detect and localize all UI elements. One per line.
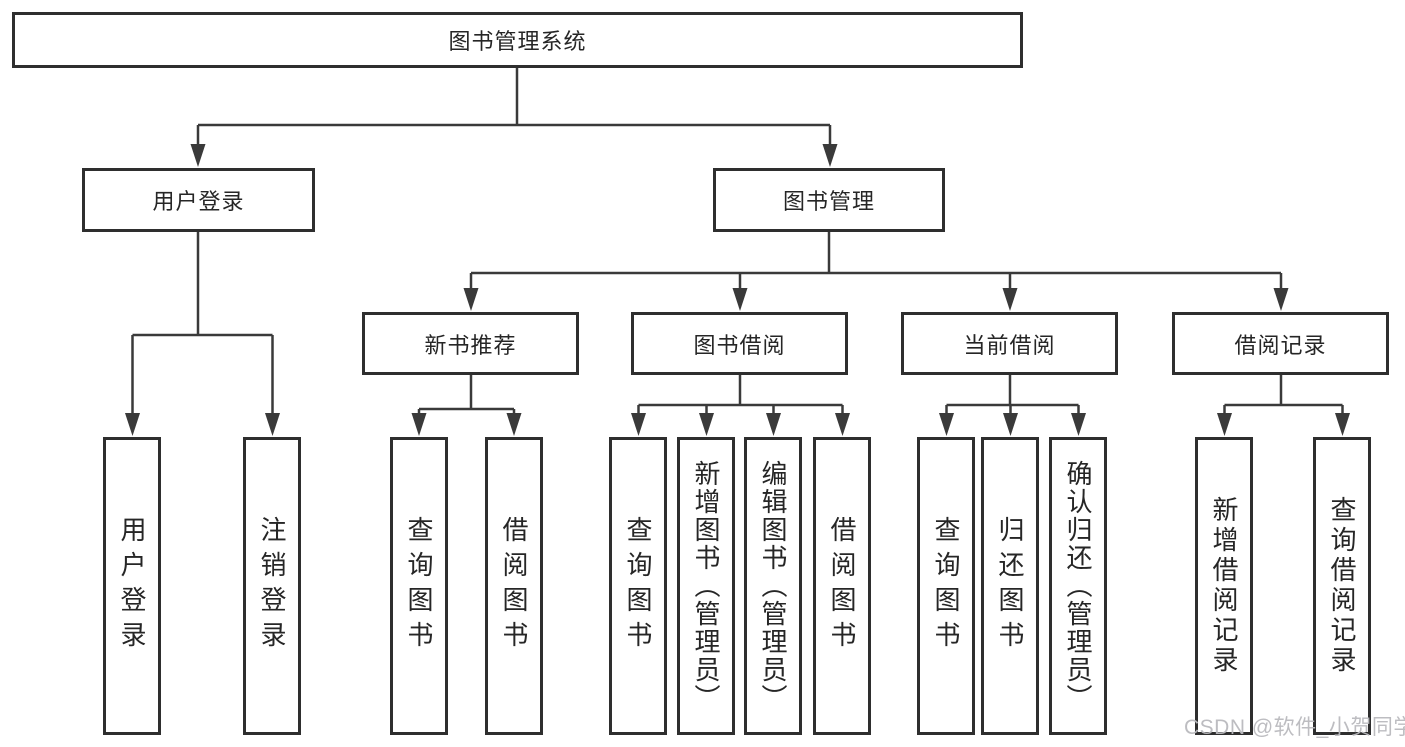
node-label: 当前借阅	[963, 332, 1056, 358]
arrowhead-down	[939, 413, 954, 436]
arrowhead-down	[835, 413, 850, 436]
arrowhead-down	[1335, 413, 1350, 436]
node-current-borrowing: 当前借阅	[901, 312, 1118, 375]
node-borrow-records: 借阅记录	[1172, 312, 1389, 375]
new-book-branch-connectors	[411, 375, 522, 436]
leaf-user-login: 用户登录	[103, 437, 161, 735]
arrowhead-down	[506, 413, 522, 436]
node-label: 借阅图书	[499, 516, 529, 656]
node-label: 注销登录	[257, 516, 287, 656]
leaf-query-borrow-record: 查询借阅记录	[1313, 437, 1371, 735]
node-label: 归还图书	[995, 516, 1025, 656]
node-user-login: 用户登录	[82, 168, 315, 232]
arrowhead-down	[822, 144, 838, 167]
leaf-borrow-books-2: 借阅图书	[813, 437, 871, 735]
node-label: 图书管理系统	[448, 29, 587, 54]
root-to-level2-connectors	[190, 68, 838, 167]
arrowhead-down	[1217, 413, 1232, 436]
node-library-system: 图书管理系统	[12, 12, 1023, 68]
node-label: 编辑图书（管理员）	[758, 460, 788, 712]
arrowhead-down	[190, 144, 206, 167]
node-label: 图书借阅	[693, 332, 786, 358]
node-label: 新书推荐	[424, 332, 517, 358]
node-label: 查询图书	[404, 516, 434, 656]
leaf-edit-books-admin: 编辑图书（管理员）	[744, 437, 802, 735]
node-label: 确认归还（管理员）	[1063, 460, 1093, 712]
leaf-query-books-2: 查询图书	[609, 437, 667, 735]
node-label: 新增图书（管理员）	[691, 460, 721, 712]
leaf-return-books: 归还图书	[981, 437, 1039, 735]
arrowhead-down	[1002, 288, 1018, 311]
csdn-watermark: CSDN @软件_小贺同学	[1184, 716, 1405, 739]
node-label: 新增借阅记录	[1209, 496, 1239, 676]
arrowhead-down	[732, 288, 748, 311]
arrowhead-down	[631, 413, 646, 436]
leaf-query-books-3: 查询图书	[917, 437, 975, 735]
arrowhead-down	[1071, 413, 1086, 436]
user-login-branch-connectors	[125, 232, 280, 436]
current-borrow-branch-connectors	[939, 375, 1086, 436]
node-book-management: 图书管理	[713, 168, 945, 232]
node-new-book-recommend: 新书推荐	[362, 312, 579, 375]
arrowhead-down	[1273, 288, 1289, 311]
node-label: 借阅图书	[827, 516, 857, 656]
leaf-confirm-return-admin: 确认归还（管理员）	[1049, 437, 1107, 735]
arrowhead-down	[766, 413, 781, 436]
arrowhead-down	[699, 413, 714, 436]
arrowhead-down	[463, 288, 479, 311]
leaf-query-books-1: 查询图书	[390, 437, 448, 735]
node-label: 借阅记录	[1234, 332, 1327, 358]
arrowhead-down	[265, 413, 280, 436]
leaf-borrow-books-1: 借阅图书	[485, 437, 543, 735]
leaf-logout: 注销登录	[243, 437, 301, 735]
arrowhead-down	[411, 413, 427, 436]
node-label: 用户登录	[117, 516, 147, 656]
node-label: 图书管理	[782, 189, 875, 214]
leaf-add-books-admin: 新增图书（管理员）	[677, 437, 735, 735]
node-label: 用户登录	[152, 189, 245, 214]
node-label: 查询图书	[931, 516, 961, 656]
node-label: 查询借阅记录	[1327, 496, 1357, 676]
book-borrow-branch-connectors	[631, 375, 850, 436]
arrowhead-down	[1003, 413, 1018, 436]
borrow-record-branch-connectors	[1217, 375, 1350, 436]
leaf-add-borrow-record: 新增借阅记录	[1195, 437, 1253, 735]
node-label: 查询图书	[623, 516, 653, 656]
book-mgmt-to-level3-connectors	[463, 232, 1289, 311]
arrowhead-down	[125, 413, 140, 436]
node-book-borrowing: 图书借阅	[631, 312, 848, 375]
